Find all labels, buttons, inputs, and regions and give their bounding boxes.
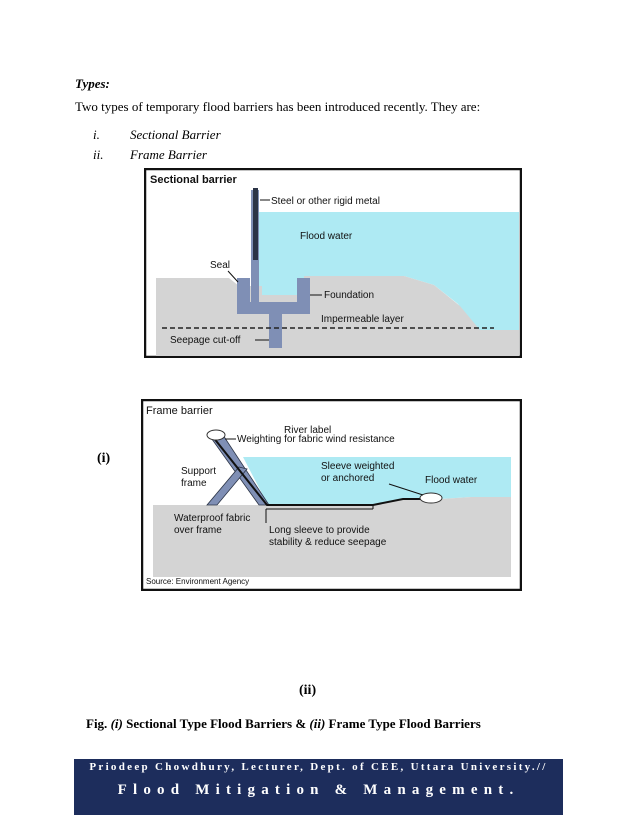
footer-banner: Priodeep Chowdhury, Lecturer, Dept. of C… xyxy=(74,759,563,815)
impermeable-label: Impermeable layer xyxy=(321,314,404,325)
sleeve-label-2: or anchored xyxy=(321,473,374,484)
support-label-2: frame xyxy=(181,478,207,489)
weighting-label: Weighting for fabric wind resistance xyxy=(237,434,395,445)
frame-barrier-figure: Frame barrier River label Weighting for … xyxy=(140,398,523,596)
footer-course: Flood Mitigation & Management. xyxy=(117,782,520,798)
caption-i: (i) xyxy=(110,716,123,731)
fabric-label-2: over frame xyxy=(174,525,222,536)
figure-title: Sectional barrier xyxy=(150,174,238,186)
footer-author: Priodeep Chowdhury, Lecturer, Dept. of C… xyxy=(89,761,548,773)
intro-text: Two types of temporary flood barriers ha… xyxy=(75,99,481,114)
seal-leader xyxy=(227,270,239,283)
figure-label-ii: (ii) xyxy=(299,683,317,698)
support-label: Support xyxy=(181,466,216,477)
ground-area xyxy=(153,497,511,577)
sleeve-label: Sleeve weighted xyxy=(321,461,394,472)
flood-water-label: Flood water xyxy=(300,231,353,242)
steel-label: Steel or other rigid metal xyxy=(271,196,380,207)
flood-water-area xyxy=(258,212,519,330)
caption-ii: (ii) xyxy=(309,716,326,731)
list-label: Frame Barrier xyxy=(130,147,207,162)
caption-suffix: Frame Type Flood Barriers xyxy=(325,716,481,731)
figure-caption: Fig. (i) Sectional Type Flood Barriers &… xyxy=(86,716,481,732)
frame-barrier-diagram: Frame barrier River label Weighting for … xyxy=(140,398,523,592)
seepage-label: Seepage cut-off xyxy=(170,335,241,346)
seal-label: Seal xyxy=(210,260,230,271)
list-number: i. xyxy=(93,127,100,142)
river-label-weight xyxy=(206,429,226,441)
list-item: ii. Frame Barrier xyxy=(93,147,207,163)
list-number: ii. xyxy=(93,147,104,162)
figure-label-i: (i) xyxy=(97,451,111,466)
sectional-barrier-diagram: Sectional barrier Steel or other rigid m… xyxy=(143,167,523,359)
flood-water-label: Flood water xyxy=(425,475,478,486)
flood-water-area xyxy=(243,457,511,507)
source-label: Source: Environment Agency xyxy=(146,577,249,586)
foundation-shape xyxy=(237,278,310,348)
caption-prefix: Fig. xyxy=(86,716,111,731)
sleeve-leader xyxy=(388,483,424,496)
figure-title: Frame barrier xyxy=(146,405,213,417)
types-heading: Types: xyxy=(75,76,110,91)
fabric-label: Waterproof fabric xyxy=(174,513,250,524)
foundation-label: Foundation xyxy=(324,290,374,301)
caption-middle: Sectional Type Flood Barriers & xyxy=(122,716,310,731)
sectional-barrier-figure: Sectional barrier Steel or other rigid m… xyxy=(143,167,523,363)
sleeve-weight xyxy=(419,492,443,504)
river-label-text: River label xyxy=(284,425,331,436)
long-sleeve-label-2: stability & reduce seepage xyxy=(269,537,387,548)
support-frame-brace xyxy=(206,466,248,506)
long-sleeve-label: Long sleeve to provide xyxy=(269,525,370,536)
steel-post xyxy=(253,188,258,260)
list-label: Sectional Barrier xyxy=(130,127,221,142)
list-item: i. Sectional Barrier xyxy=(93,127,221,143)
